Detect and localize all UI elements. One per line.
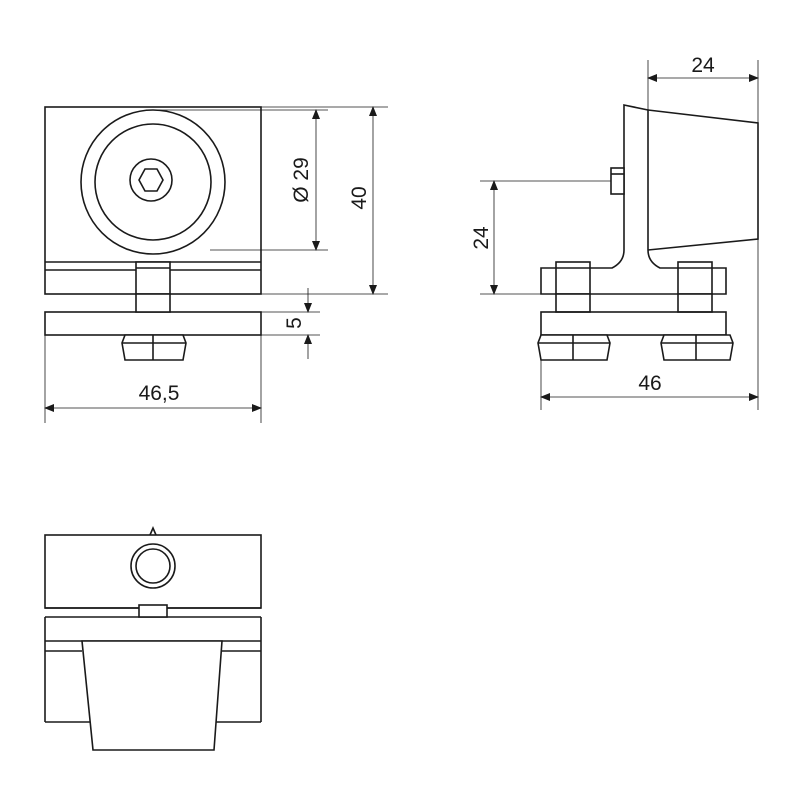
- hex-socket-icon: [138, 168, 164, 192]
- dimension-thickness-label: 5: [283, 317, 306, 329]
- front-view: [44, 106, 262, 361]
- side-dimensions: 24 24 46: [470, 54, 759, 410]
- side-view: [537, 104, 759, 361]
- dimension-height-label: 40: [348, 186, 371, 209]
- dimension-side-width-label: 46: [638, 372, 661, 395]
- bottom-view: [44, 525, 262, 751]
- dimension-width-label: 46,5: [139, 382, 180, 405]
- dimension-depth-label: 24: [691, 54, 715, 77]
- dimension-side-height-label: 24: [470, 226, 493, 250]
- front-dimensions: Ø 29 40 5 46,5: [44, 106, 388, 423]
- dimension-diameter-label: Ø 29: [290, 157, 313, 203]
